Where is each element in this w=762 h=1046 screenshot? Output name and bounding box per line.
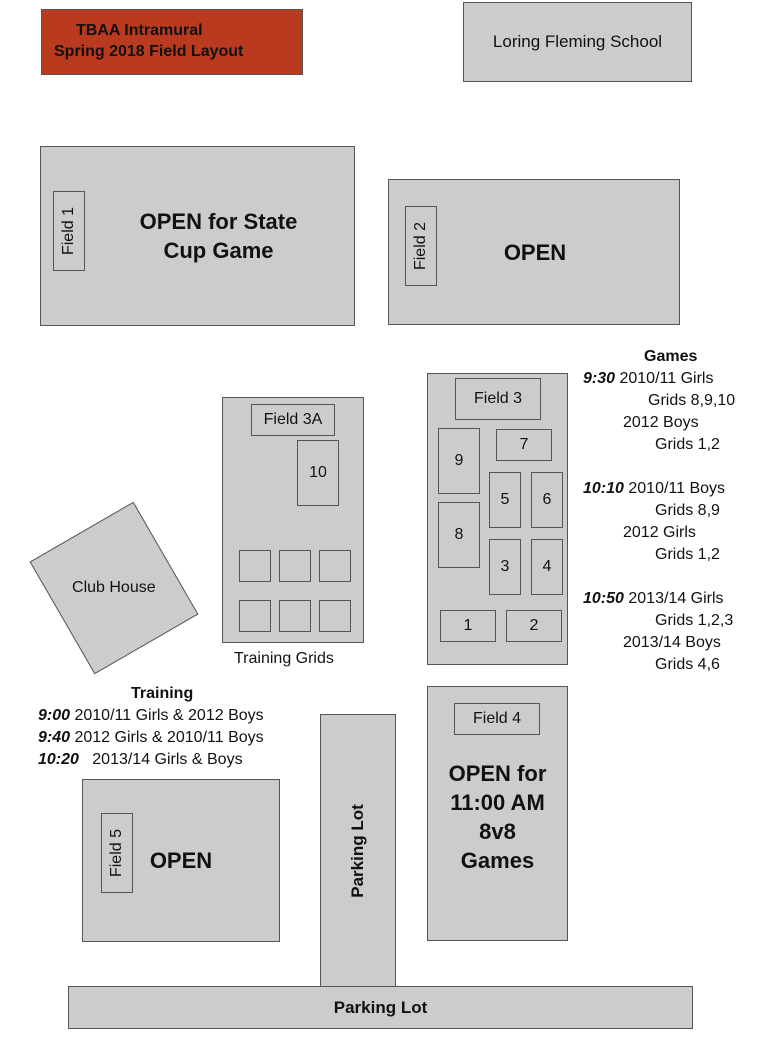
field-1-label: Field 1	[60, 206, 77, 256]
training-grid	[239, 600, 271, 632]
training-slot-1-text: 2010/11 Girls & 2012 Boys	[74, 707, 264, 724]
field-3: Field 3 9 7 5 6 8 3 4 1 2	[427, 373, 568, 665]
games-slot-3-time: 10:50	[583, 590, 624, 607]
grid-9: 9	[438, 428, 480, 494]
grid-10: 10	[297, 440, 339, 506]
games-slot-2-line1: 10:10 2010/11 Boys	[583, 478, 725, 500]
games-slot-3-group1: 2013/14 Girls	[628, 590, 724, 607]
field-3a-label-box: Field 3A	[251, 404, 335, 436]
games-slot-3-line2: Grids 1,2,3	[655, 612, 734, 629]
school-label: Loring Fleming School	[492, 32, 663, 51]
grid-2: 2	[506, 610, 562, 642]
games-slot-3-line4: Grids 4,6	[655, 656, 720, 673]
training-heading: Training	[131, 685, 194, 702]
map-title-line2: Spring 2018 Field Layout	[54, 43, 244, 60]
grid-5: 5	[489, 472, 521, 528]
training-slot-1: 9:00 2010/11 Girls & 2012 Boys	[38, 705, 264, 727]
field-3a-label: Field 3A	[263, 411, 323, 428]
grid-4: 4	[531, 539, 563, 595]
games-slot-2-group1: 2010/11 Boys	[628, 480, 726, 497]
club-house: Club House	[29, 501, 199, 675]
training-grid	[319, 550, 351, 582]
grid-7: 7	[496, 429, 552, 461]
training-slot-3: 10:20 2013/14 Girls & Boys	[38, 749, 243, 771]
training-grids-caption: Training Grids	[234, 650, 334, 667]
games-slot-1-line1: 9:30 2010/11 Girls	[583, 368, 713, 390]
map-title: TBAA Intramural Spring 2018 Field Layout	[41, 9, 303, 75]
grid-6: 6	[531, 472, 563, 528]
games-slot-2-time: 10:10	[583, 480, 624, 497]
field-1-status-line1: OPEN for State	[139, 209, 298, 234]
games-slot-1-time: 9:30	[583, 370, 616, 387]
games-slot-1-line3: 2012 Boys	[623, 414, 699, 431]
field-5-status: OPEN	[149, 848, 213, 873]
field-2-label-box: Field 2	[405, 206, 437, 286]
field-5-label-box: Field 5	[101, 813, 133, 893]
field-1-label-box: Field 1	[53, 191, 85, 271]
field-5-label: Field 5	[108, 828, 125, 878]
field-4-status-line3: 8v8	[479, 819, 516, 844]
field-4-status: OPEN for 11:00 AM 8v8 Games	[428, 759, 567, 875]
field-4-label: Field 4	[472, 710, 522, 727]
field-1: Field 1 OPEN for State Cup Game	[40, 146, 355, 326]
field-5: Field 5 OPEN	[82, 779, 280, 942]
training-slot-3-time: 10:20	[38, 751, 79, 768]
field-2: Field 2 OPEN	[388, 179, 680, 325]
grid-1: 1	[440, 610, 496, 642]
parking-lot-horizontal-label: Parking Lot	[333, 997, 428, 1017]
field-4-status-line4: Games	[460, 848, 535, 873]
training-grid	[279, 600, 311, 632]
grid-3: 3	[489, 539, 521, 595]
field-4-label-box: Field 4	[454, 703, 540, 735]
games-slot-2-line4: Grids 1,2	[655, 546, 720, 563]
games-slot-3-line3: 2013/14 Boys	[623, 634, 721, 651]
training-slot-3-text: 2013/14 Girls & Boys	[92, 751, 243, 768]
games-slot-3-line1: 10:50 2013/14 Girls	[583, 588, 724, 610]
parking-lot-vertical-label: Parking Lot	[348, 803, 367, 898]
training-grid	[279, 550, 311, 582]
field-3-label: Field 3	[473, 390, 523, 407]
games-slot-2-line2: Grids 8,9	[655, 502, 720, 519]
field-3a: Field 3A 10	[222, 397, 364, 643]
school-building: Loring Fleming School	[463, 2, 692, 82]
games-heading: Games	[644, 348, 698, 365]
field-4-status-line2: 11:00 AM	[450, 790, 545, 815]
field-4-status-line1: OPEN for	[448, 761, 547, 786]
training-grid	[239, 550, 271, 582]
training-slot-2-time: 9:40	[38, 729, 71, 746]
field-3-label-box: Field 3	[455, 378, 541, 420]
games-slot-1-group1: 2010/11 Girls	[619, 370, 714, 387]
games-slot-2-line3: 2012 Girls	[623, 524, 696, 541]
training-grid	[319, 600, 351, 632]
games-slot-1-line2: Grids 8,9,10	[648, 392, 736, 409]
map-title-line1: TBAA Intramural	[76, 22, 203, 39]
parking-lot-horizontal: Parking Lot	[68, 986, 693, 1029]
field-1-status: OPEN for State Cup Game	[101, 207, 336, 265]
field-2-status: OPEN	[503, 240, 567, 265]
grid-8: 8	[438, 502, 480, 568]
field-4: Field 4 OPEN for 11:00 AM 8v8 Games	[427, 686, 568, 941]
training-slot-1-time: 9:00	[38, 707, 71, 724]
club-house-label: Club House	[72, 579, 156, 597]
parking-lot-vertical: Parking Lot	[320, 714, 396, 987]
games-slot-1-line4: Grids 1,2	[655, 436, 720, 453]
training-slot-2-text: 2012 Girls & 2010/11 Boys	[74, 729, 264, 746]
field-2-label: Field 2	[412, 221, 429, 271]
field-1-status-line2: Cup Game	[163, 238, 274, 263]
training-slot-2: 9:40 2012 Girls & 2010/11 Boys	[38, 727, 264, 749]
